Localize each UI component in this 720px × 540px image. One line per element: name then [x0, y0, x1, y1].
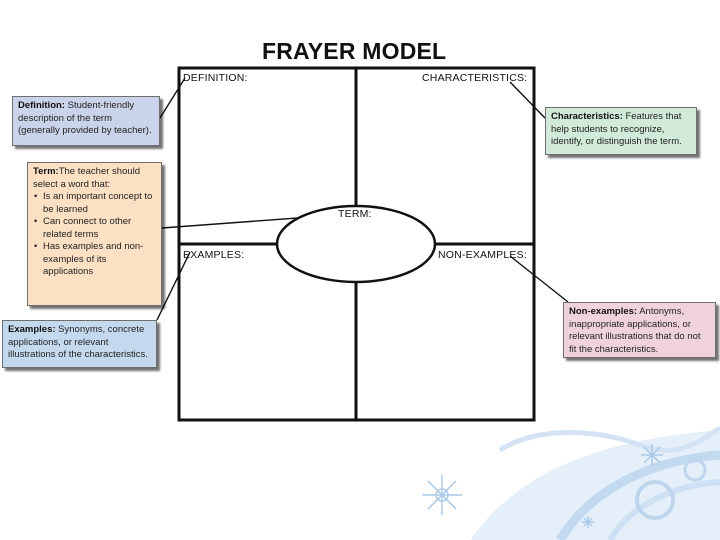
diagram-title: FRAYER MODEL: [262, 38, 447, 64]
list-item: Can connect to other related terms: [34, 216, 156, 241]
frayer-frame: [177, 66, 536, 422]
callout-body: Features that help students to recognize…: [551, 111, 682, 147]
definition-callout: Definition: Student-friendly description…: [12, 96, 160, 146]
non-examples-label: NON-EXAMPLES:: [438, 249, 527, 261]
characteristics-callout: Characteristics: Features that help stud…: [545, 107, 697, 155]
snowflake-icon: [422, 444, 663, 528]
callout-heading: Term:: [33, 166, 59, 177]
callout-body: Student-friendly description of the term…: [18, 100, 152, 136]
callout-body: The teacher should select a word that:: [33, 166, 141, 190]
connector-lines: [156, 77, 569, 321]
callout-heading: Examples:: [8, 324, 56, 335]
term-callout: Term:The teacher should select a word th…: [27, 162, 162, 306]
characteristics-label: CHARACTERISTICS:: [422, 72, 528, 84]
decorative-swirls: [470, 425, 720, 540]
list-item: Has examples and non-examples of its app…: [34, 241, 156, 279]
term-label: TERM:: [338, 208, 372, 220]
examples-callout: Examples: Synonyms, concrete application…: [2, 320, 157, 368]
callout-body: Antonyms, inappropriate applications, or…: [569, 306, 701, 355]
examples-label: EXAMPLES:: [183, 249, 245, 261]
term-criteria-list: Is an important concept to be learned Ca…: [33, 191, 156, 279]
non-examples-callout: Non-examples: Antonyms, inappropriate ap…: [563, 302, 716, 358]
callout-heading: Definition:: [18, 100, 65, 111]
list-item: Is an important concept to be learned: [34, 191, 156, 216]
callout-heading: Non-examples:: [569, 306, 638, 317]
callout-heading: Characteristics:: [551, 111, 623, 122]
definition-label: DEFINITION:: [183, 72, 248, 84]
callout-body: Synonyms, concrete applications, or rele…: [8, 324, 148, 360]
